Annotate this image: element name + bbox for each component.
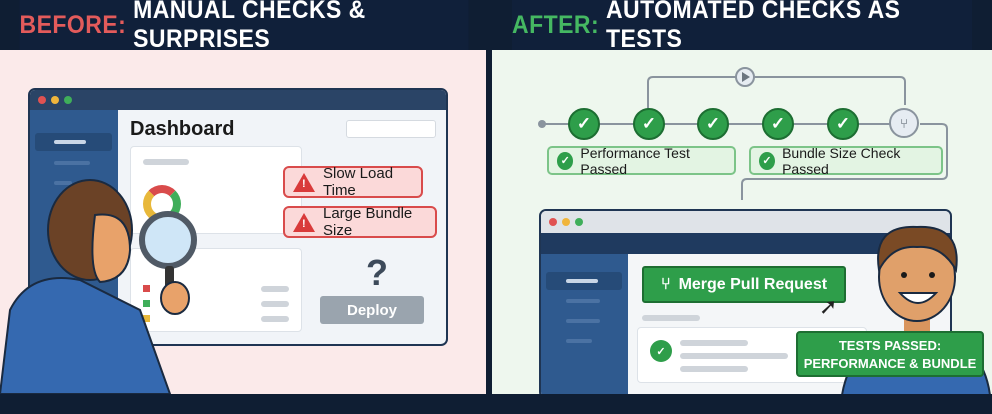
dashboard-title: Dashboard	[130, 118, 235, 140]
warning-icon: !	[293, 172, 315, 192]
magnifier-icon	[139, 211, 197, 269]
deploy-button[interactable]: Deploy	[320, 296, 424, 324]
minimize-dot[interactable]	[51, 96, 59, 104]
pipeline-step-check: ✓	[633, 108, 665, 140]
check-placeholder	[680, 366, 748, 372]
before-panel: Dashboard ? Deploy ! Slow Load Time ! Larg…	[0, 50, 486, 394]
check-label: Performance Test Passed	[580, 144, 690, 177]
sidebar-placeholder	[54, 161, 90, 165]
pipeline-connectors	[538, 67, 948, 200]
after-heading-text: AUTOMATED CHECKS AS TESTS	[605, 0, 901, 53]
cursor-icon: ➚	[819, 294, 838, 319]
window-titlebar	[30, 90, 446, 110]
status-square-yellow	[143, 315, 150, 322]
maximize-dot[interactable]	[575, 218, 583, 226]
sidebar-placeholder	[566, 319, 600, 323]
before-heading-prefix: BEFORE:	[19, 10, 127, 39]
sidebar-placeholder	[566, 279, 598, 283]
maximize-dot[interactable]	[64, 96, 72, 104]
pipeline-step-check: ✓	[827, 108, 859, 140]
list-placeholder	[261, 286, 289, 292]
pipeline-start-dot	[538, 120, 546, 128]
close-dot[interactable]	[38, 96, 46, 104]
after-heading: AFTER: AUTOMATED CHECKS AS TESTS	[512, 0, 972, 53]
sidebar	[541, 254, 628, 397]
dropdown[interactable]	[346, 120, 436, 138]
alert-slow-load: ! Slow Load Time	[283, 165, 423, 199]
minimize-dot[interactable]	[562, 218, 570, 226]
sidebar-placeholder	[54, 140, 86, 144]
card-title-placeholder	[143, 159, 189, 165]
before-heading-text: MANUAL CHECKS & SURPRISES	[133, 0, 366, 53]
after-panel: ✓ ✓ ✓ ✓ ✓ ⑂ ✓Performance Test Passed ✓Bu…	[492, 50, 992, 399]
status-square-red	[143, 285, 150, 292]
tests-passed-badge: TESTS PASSED: PERFORMANCE & BUNDLE	[796, 331, 984, 377]
pipeline-step-check: ✓	[762, 108, 794, 140]
merge-node-icon: ⑂	[889, 108, 919, 138]
check-placeholder	[680, 353, 788, 359]
list-placeholder	[261, 316, 289, 322]
pipeline-step-check: ✓	[568, 108, 600, 140]
merge-label: Merge Pull Request	[678, 275, 828, 293]
performance-test-badge: ✓ Performance Test Passed	[547, 144, 736, 177]
check-placeholder	[680, 340, 748, 346]
top-nav	[541, 233, 950, 254]
window-titlebar	[541, 211, 950, 233]
divider	[486, 0, 492, 414]
pipeline-step-check: ✓	[697, 108, 729, 140]
git-merge-icon: ⑂	[660, 275, 671, 293]
sidebar-placeholder	[566, 299, 600, 303]
close-dot[interactable]	[549, 218, 557, 226]
after-heading-prefix: AFTER:	[512, 10, 600, 39]
check-label: Bundle Size Check Passed	[782, 144, 901, 177]
list-placeholder	[261, 301, 289, 307]
alert-text: Slow Load Time	[323, 165, 394, 199]
developer-with-magnifier	[0, 179, 197, 394]
badge-line-1: TESTS PASSED:	[838, 338, 942, 353]
check-icon: ✓	[650, 340, 672, 362]
sidebar-placeholder	[566, 339, 592, 343]
merge-pull-request-button[interactable]: ⑂ Merge Pull Request	[642, 266, 846, 303]
play-icon	[742, 72, 750, 82]
question-mark: ?	[366, 252, 388, 293]
warning-icon: !	[293, 212, 315, 232]
check-icon: ✓	[557, 151, 574, 170]
footer-bar	[0, 394, 992, 414]
badge-line-2: PERFORMANCE & BUNDLE	[803, 356, 977, 371]
section-placeholder	[642, 315, 700, 321]
alert-large-bundle: ! Large Bundle Size	[283, 205, 437, 239]
alert-text: Large Bundle Size	[323, 205, 413, 239]
sidebar-placeholder	[54, 181, 72, 185]
status-square-green	[143, 300, 150, 307]
before-heading: BEFORE: MANUAL CHECKS & SURPRISES	[19, 0, 469, 53]
check-icon: ✓	[759, 151, 776, 170]
bundle-size-badge: ✓ Bundle Size Check Passed	[749, 144, 943, 177]
